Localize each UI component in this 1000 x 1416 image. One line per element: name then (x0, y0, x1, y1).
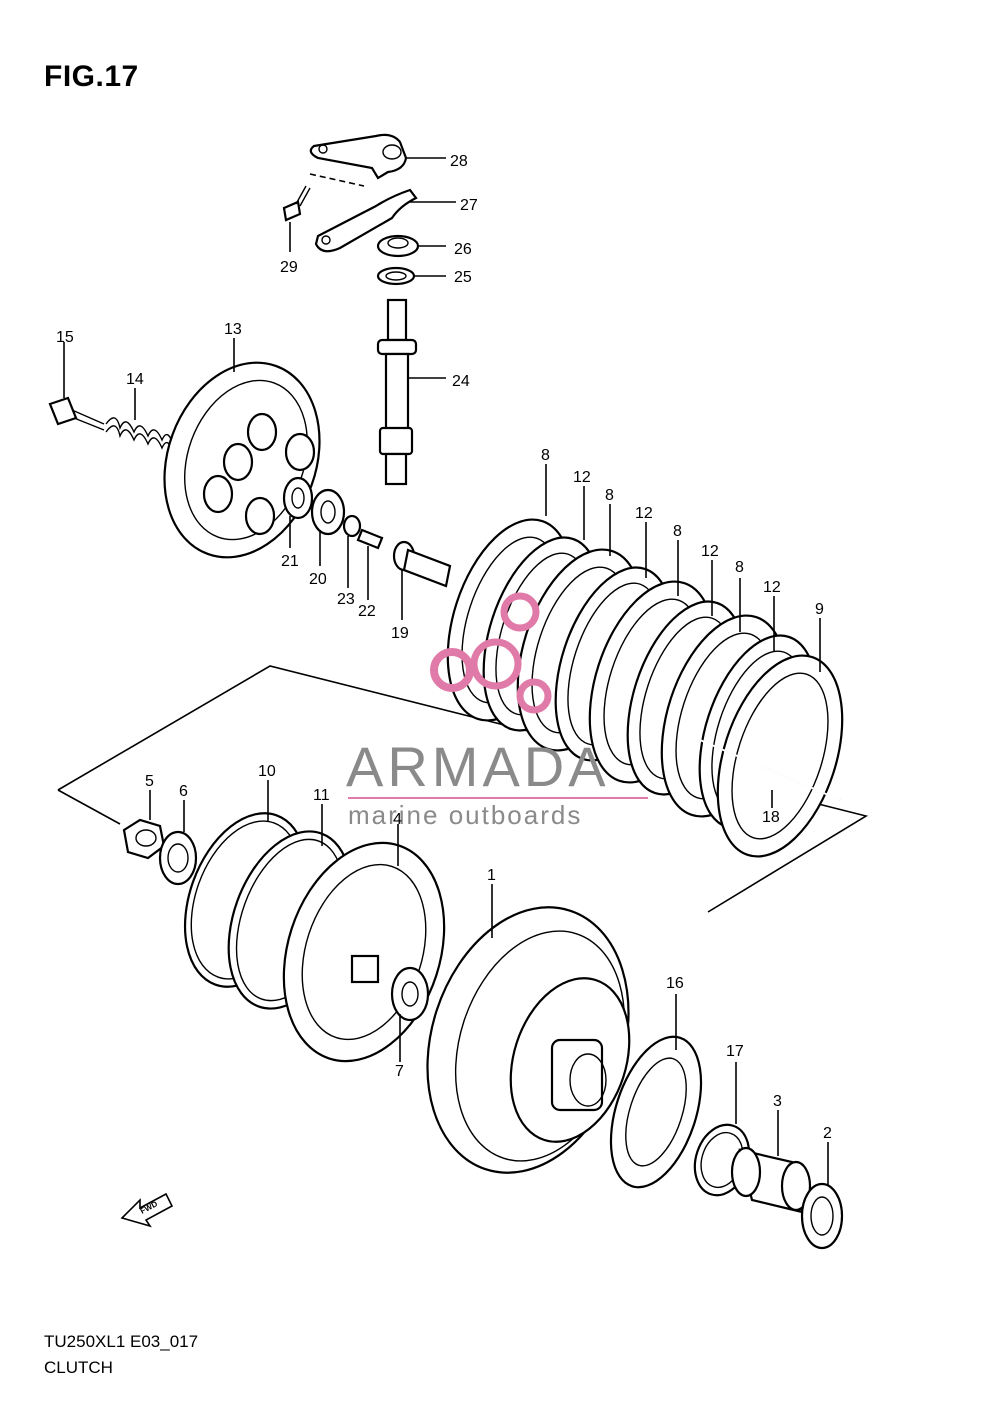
callout-12a: 12 (573, 469, 591, 486)
pin-part-22[interactable] (356, 528, 384, 550)
callout-17: 17 (726, 1043, 744, 1060)
callout-6: 6 (179, 783, 188, 800)
bolt-part-15[interactable] (48, 396, 105, 431)
callout-8b: 8 (605, 487, 614, 504)
callout-4: 4 (393, 811, 402, 828)
release-cam-part-27[interactable] (314, 188, 418, 253)
callout-2: 2 (823, 1125, 832, 1142)
callout-10: 10 (258, 763, 276, 780)
washer-part-6[interactable] (158, 830, 198, 886)
bolt-part-29[interactable] (282, 185, 311, 222)
washer-part-23[interactable] (342, 514, 362, 538)
callout-13: 13 (224, 321, 242, 338)
callout-18: 18 (762, 809, 780, 826)
figure-title: FIG.17 (44, 60, 139, 93)
callout-23: 23 (337, 591, 355, 608)
primary-driven-gear-basket-part-1[interactable] (395, 881, 662, 1199)
washer-part-25[interactable] (376, 266, 416, 286)
friction-plate-part-9[interactable] (695, 640, 866, 872)
callout-11: 11 (313, 787, 330, 804)
push-piece-part-19[interactable] (392, 540, 452, 588)
watermark-brand: ARMADA (346, 735, 610, 798)
spring-part-14[interactable] (105, 417, 175, 457)
callout-8d: 8 (735, 559, 744, 576)
oil-pump-drive-gear-part-16[interactable] (594, 1025, 718, 1198)
nut-part-5[interactable] (122, 818, 166, 860)
callout-22: 22 (358, 603, 376, 620)
push-rod-part-18[interactable] (699, 739, 841, 801)
callout-8a: 8 (541, 447, 550, 464)
callout-5: 5 (145, 773, 154, 790)
callout-9: 9 (815, 601, 824, 618)
callout-21: 21 (281, 553, 299, 570)
callout-1: 1 (487, 867, 496, 884)
callout-29: 29 (280, 259, 298, 276)
callout-7: 7 (395, 1063, 404, 1080)
callout-8c: 8 (673, 523, 682, 540)
callout-12d: 12 (763, 579, 781, 596)
callout-14: 14 (126, 371, 144, 388)
callout-12c: 12 (701, 543, 719, 560)
callout-26: 26 (454, 241, 472, 258)
callout-3: 3 (773, 1093, 782, 1110)
washer-part-21[interactable] (282, 476, 314, 520)
callout-12b: 12 (635, 505, 653, 522)
callout-20: 20 (309, 571, 327, 588)
callout-16: 16 (666, 975, 684, 992)
figure-name: CLUTCH (44, 1358, 113, 1377)
bearing-part-20[interactable] (310, 488, 346, 536)
release-shaft-part-24[interactable] (376, 298, 418, 486)
callout-25: 25 (454, 269, 472, 286)
callout-19: 19 (391, 625, 409, 642)
washer-part-7[interactable] (390, 966, 430, 1022)
release-arm-part-28[interactable] (309, 133, 408, 180)
callout-24: 24 (452, 373, 470, 390)
bearing-part-26[interactable] (376, 234, 420, 258)
callout-28: 28 (450, 153, 468, 170)
thrust-washer-part-2[interactable] (800, 1182, 844, 1250)
spacer-part-3[interactable] (730, 1146, 812, 1214)
watermark-tagline: marine outboards (348, 800, 582, 830)
callout-27: 27 (460, 197, 478, 214)
callout-15: 15 (56, 329, 74, 346)
forward-direction-arrow-icon: FWD (120, 1192, 174, 1228)
figure-code: TU250XL1 E03_017 (44, 1332, 199, 1351)
armada-logo-icon (430, 592, 552, 714)
pressure-plate-part-13[interactable] (138, 341, 345, 580)
